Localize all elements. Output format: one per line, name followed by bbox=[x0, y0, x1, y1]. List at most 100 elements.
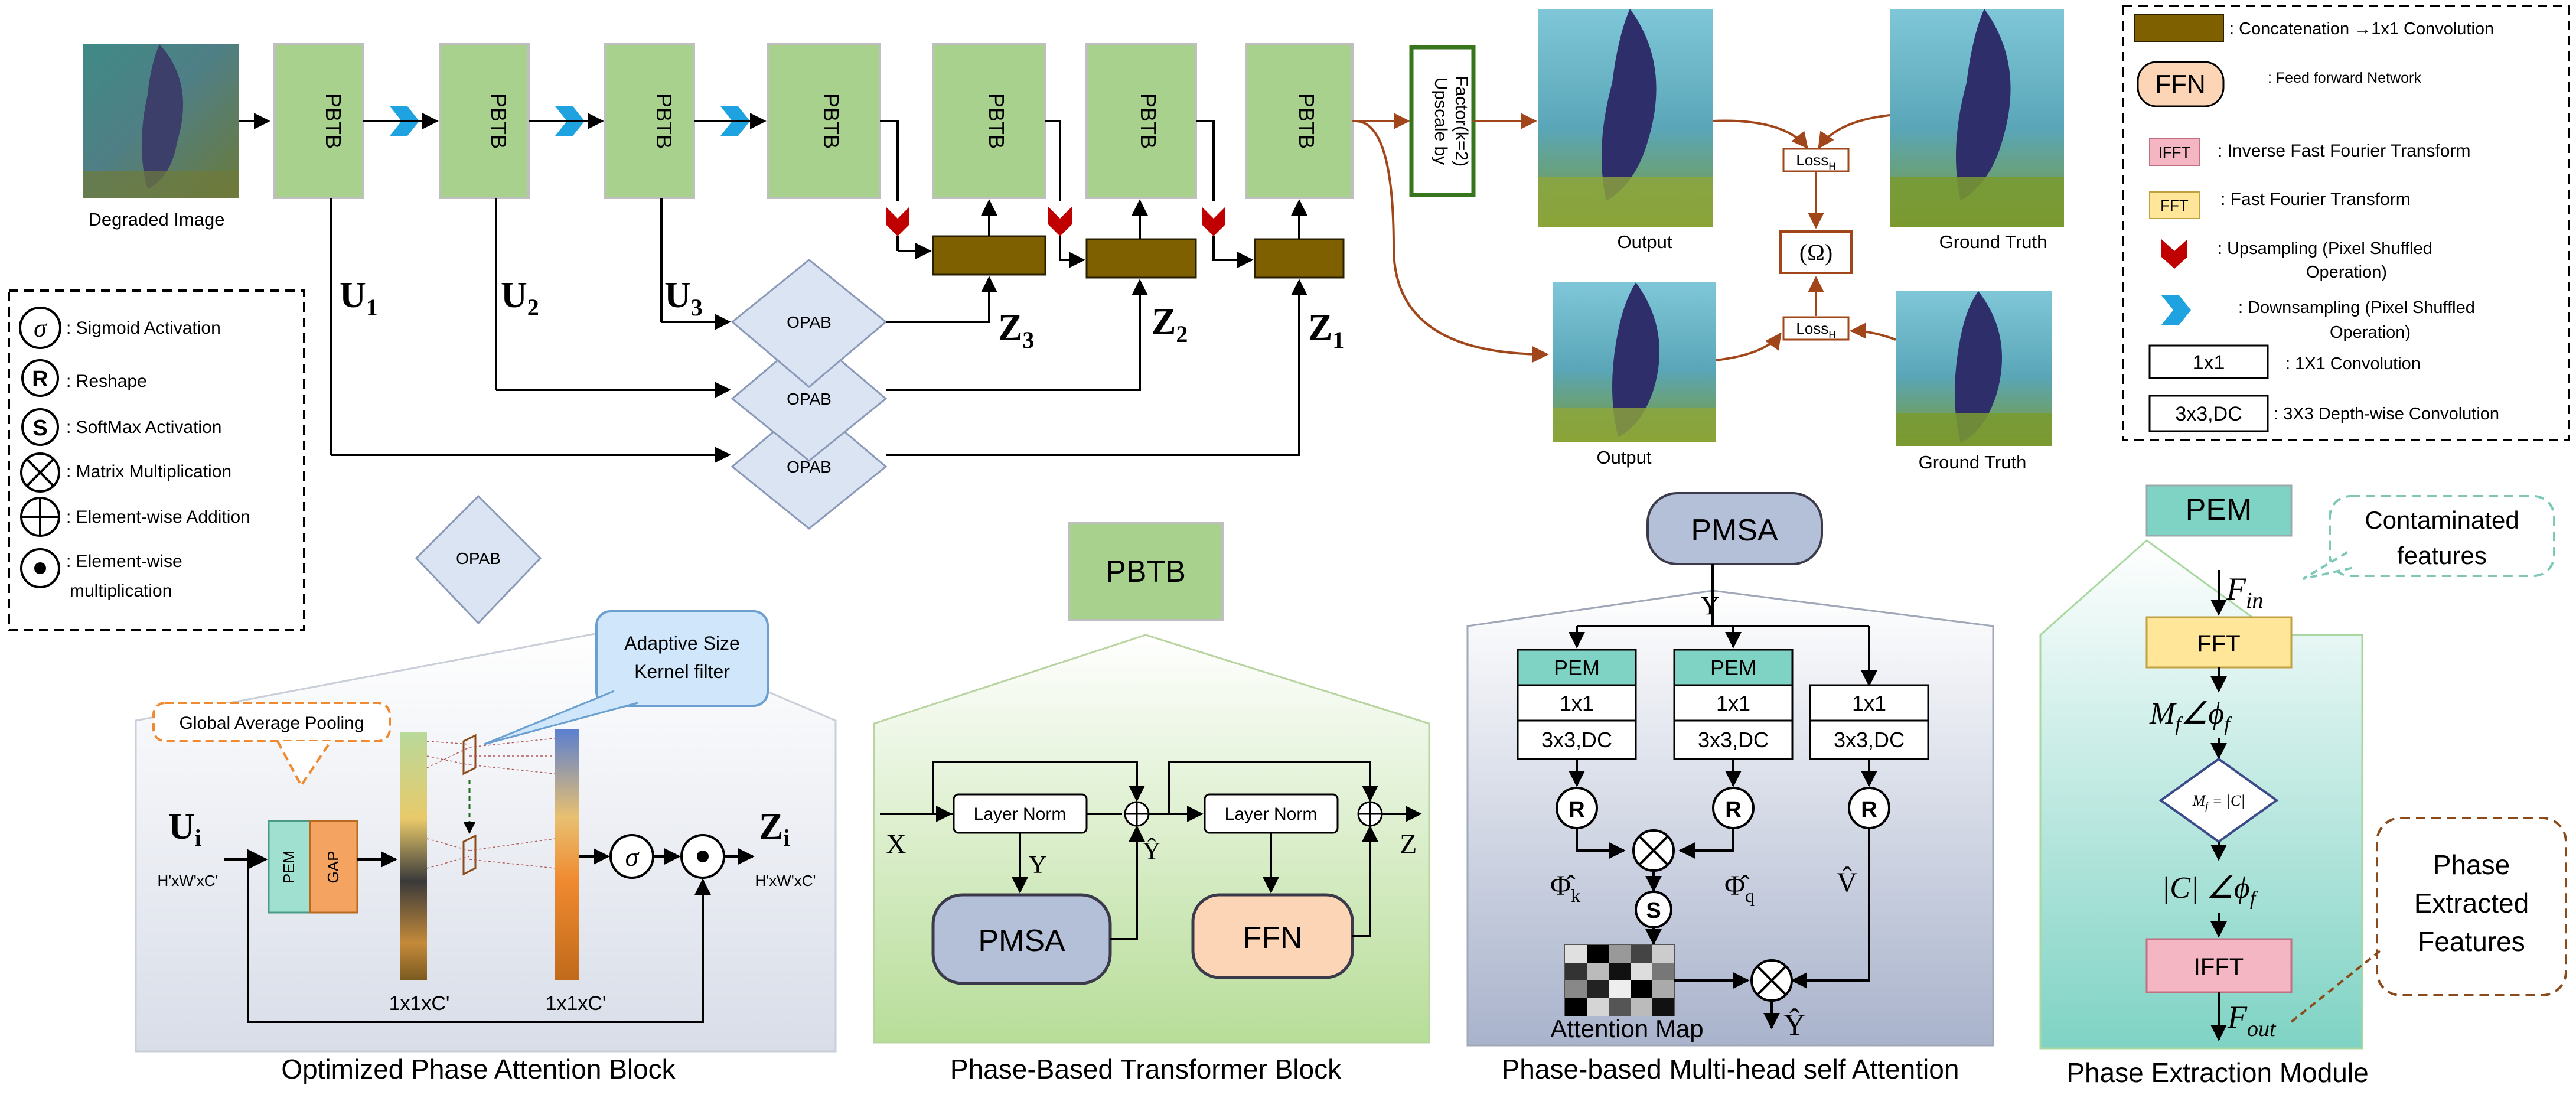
legend-left: σ : Sigmoid Activation R : Reshape S : S… bbox=[8, 289, 305, 631]
svg-text:S: S bbox=[1646, 898, 1661, 923]
feature-bar-2-dim: 1x1xC' bbox=[546, 992, 606, 1015]
opab-input-label: Ui bbox=[168, 807, 201, 851]
ffn-legend-icon bbox=[2137, 61, 2225, 107]
element-wise-addition-icon bbox=[20, 497, 60, 537]
z-label-3: Z3 bbox=[998, 308, 1034, 353]
skip-label-u2: U2 bbox=[501, 275, 539, 321]
svg-text:Operation): Operation) bbox=[2306, 263, 2387, 282]
addition-icon bbox=[1357, 801, 1383, 827]
svg-text:S: S bbox=[32, 416, 47, 441]
pbtb-block-1: PBTB bbox=[273, 43, 364, 199]
conv3-box-v bbox=[1809, 719, 1929, 760]
pbtb-block-4: PBTB bbox=[767, 43, 881, 199]
svg-text:PMSA: PMSA bbox=[978, 924, 1065, 958]
svg-text:Operation): Operation) bbox=[2330, 323, 2411, 342]
opab-output-label: Zi bbox=[759, 807, 790, 851]
svg-text:: Feed forward Network: : Feed forward Network bbox=[2268, 70, 2421, 86]
svg-text:: Downsampling (Pixel Shuffled: : Downsampling (Pixel Shuffled bbox=[2238, 298, 2475, 317]
skip-label-u1: U1 bbox=[340, 275, 378, 321]
svg-text:Layer Norm: Layer Norm bbox=[974, 804, 1067, 824]
svg-text:1x1: 1x1 bbox=[1852, 691, 1886, 715]
loss-box-1: LossH bbox=[1782, 148, 1850, 172]
svg-text:R: R bbox=[1569, 797, 1584, 822]
feature-bar-1 bbox=[400, 732, 427, 980]
ifft-box bbox=[2145, 938, 2293, 993]
loss-box-2: LossH bbox=[1782, 316, 1850, 341]
opab-panel: OPAB Global Average Pooling Adaptive Siz… bbox=[135, 494, 837, 1084]
matrix-multiplication-icon bbox=[20, 452, 60, 493]
opab-output-dim: H'xW'xC' bbox=[755, 872, 816, 890]
svg-text:Kernel filter: Kernel filter bbox=[634, 661, 730, 682]
output-image-2 bbox=[1553, 282, 1716, 442]
feature-bar-1-dim: 1x1xC' bbox=[389, 992, 450, 1015]
phase-extracted-callout: Phase Extracted Features bbox=[2290, 817, 2567, 1023]
svg-text:1x1: 1x1 bbox=[1560, 691, 1594, 715]
gap-block: GAP bbox=[309, 820, 358, 914]
z-label-2: Z2 bbox=[1152, 302, 1188, 347]
addition-icon bbox=[1124, 801, 1150, 827]
opab-input-dim: H'xW'xC' bbox=[158, 872, 219, 890]
conv1-box-q bbox=[1673, 684, 1794, 722]
attention-map bbox=[1564, 944, 1675, 1016]
upscale-block: Upscale by Factor(k=2) bbox=[1409, 45, 1476, 197]
svg-text:: Matrix Multiplication: : Matrix Multiplication bbox=[66, 462, 231, 481]
downsample-legend-icon bbox=[2161, 295, 2191, 325]
gap-callout: Global Average Pooling bbox=[152, 702, 391, 788]
pem-panel-caption: Phase Extraction Module bbox=[2066, 1057, 2368, 1088]
fft-legend-icon bbox=[2149, 191, 2200, 219]
svg-text:Layer Norm: Layer Norm bbox=[1225, 804, 1318, 824]
svg-text:V̂: V̂ bbox=[1837, 866, 1857, 898]
svg-text:Phase: Phase bbox=[2433, 849, 2510, 880]
svg-text:: Element-wise Addition: : Element-wise Addition bbox=[66, 507, 250, 527]
ifft-legend-icon bbox=[2149, 138, 2200, 166]
degraded-image bbox=[83, 44, 239, 198]
svg-text:Contaminated: Contaminated bbox=[2365, 506, 2519, 534]
svg-text:features: features bbox=[2397, 542, 2487, 569]
svg-text:: Upsampling (Pixel Shuffled: : Upsampling (Pixel Shuffled bbox=[2218, 239, 2432, 258]
conv3-box-k bbox=[1517, 719, 1637, 760]
pbtb-panel-caption: Phase-Based Transformer Block bbox=[950, 1054, 1342, 1084]
pmsa-panel-caption: Phase-based Multi-head self Attention bbox=[1502, 1054, 1959, 1084]
svg-text:OPAB: OPAB bbox=[787, 390, 832, 408]
svg-text:Y: Y bbox=[1701, 591, 1720, 620]
svg-text:3x3,DC: 3x3,DC bbox=[1834, 728, 1905, 752]
concat-block-2 bbox=[1085, 238, 1197, 279]
svg-text:LossH: LossH bbox=[1796, 151, 1835, 172]
output-image-1 bbox=[1538, 9, 1713, 227]
svg-text:FFN: FFN bbox=[1243, 921, 1302, 955]
svg-text:X: X bbox=[886, 829, 907, 860]
concat-block-1 bbox=[1254, 238, 1345, 279]
svg-text:: 1X1 Convolution: : 1X1 Convolution bbox=[2285, 354, 2421, 373]
conv1-legend-icon bbox=[2148, 344, 2269, 379]
upsample-icon bbox=[1048, 207, 1072, 236]
upsample-icon bbox=[1202, 207, 1225, 236]
svg-text:PBTB: PBTB bbox=[487, 93, 511, 149]
svg-text:PBTB: PBTB bbox=[652, 93, 676, 149]
svg-text:FFT: FFT bbox=[2197, 631, 2240, 657]
svg-text:Features: Features bbox=[2418, 926, 2525, 957]
skip-label-u3: U3 bbox=[664, 275, 703, 321]
pbtb-block-2: PBTB bbox=[439, 43, 530, 199]
pmsa-panel: PMSA Y PEM 1x1 3x3,DC R Φ̂k PEM 1x1 3x3,… bbox=[1466, 492, 1994, 1084]
legend-right: : Concatenation →1x1 Convolution FFN : F… bbox=[2122, 5, 2570, 441]
svg-text:R: R bbox=[1861, 797, 1877, 822]
sigmoid-icon bbox=[19, 307, 61, 349]
pem-panel-header bbox=[2145, 484, 2293, 537]
opab-panel-caption: Optimized Phase Attention Block bbox=[281, 1054, 676, 1084]
pem-box-q bbox=[1673, 649, 1794, 686]
matrix-multiplication-icon bbox=[1632, 829, 1675, 872]
svg-text:: Concatenation →1x1 Convoluti: : Concatenation →1x1 Convolution bbox=[2229, 19, 2494, 38]
svg-text:Fin: Fin bbox=[2226, 571, 2264, 613]
svg-text:PBTB: PBTB bbox=[984, 93, 1009, 149]
svg-text:: Sigmoid Activation: : Sigmoid Activation bbox=[66, 318, 221, 338]
svg-text:OPAB: OPAB bbox=[787, 313, 832, 331]
svg-text:PEM: PEM bbox=[1554, 656, 1600, 680]
top-pipeline: Degraded Image PBTB PBTB PBTB PBTB bbox=[83, 9, 2064, 530]
svg-text:LossH: LossH bbox=[1796, 320, 1835, 340]
svg-text:GAP: GAP bbox=[324, 851, 342, 884]
output-caption-2: Output bbox=[1596, 447, 1651, 468]
upsample-icon bbox=[886, 207, 909, 236]
pbtb-block-6: PBTB bbox=[1085, 43, 1197, 199]
svg-text:PEM: PEM bbox=[1710, 656, 1756, 680]
svg-text:Factor(k=2): Factor(k=2) bbox=[1452, 76, 1471, 167]
